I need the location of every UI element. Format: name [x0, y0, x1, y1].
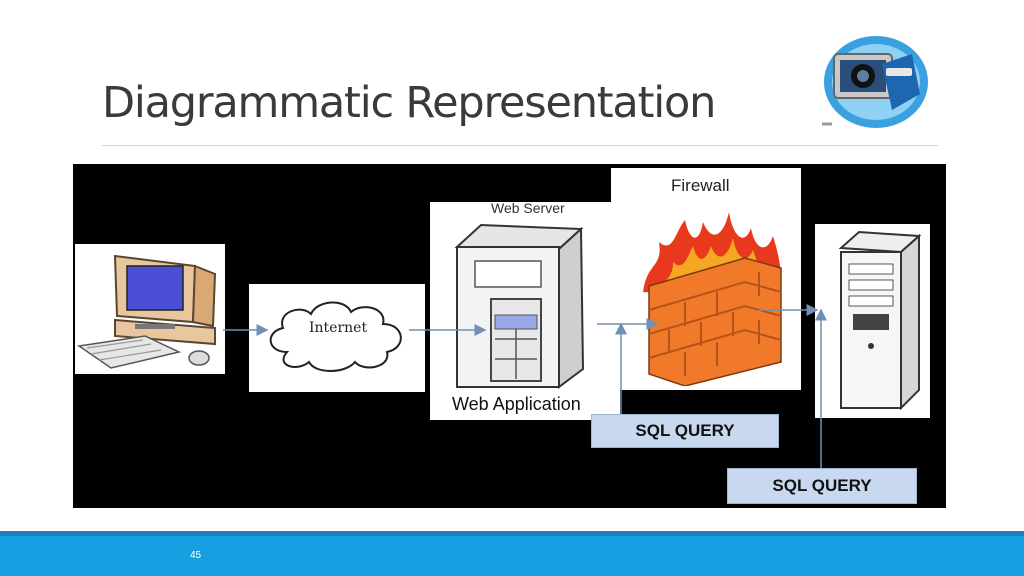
footer-accent-line	[0, 531, 1024, 536]
web-application-label: Web Application	[452, 394, 581, 414]
slide-title: Diagrammatic Representation	[102, 78, 716, 128]
database-server-icon	[833, 230, 923, 411]
firewall-label: Firewall	[671, 176, 730, 195]
internet-label: Internet	[309, 320, 368, 336]
flow-arrows	[223, 304, 827, 469]
title-divider	[102, 145, 938, 146]
sql-query-box-2: SQL QUERY	[727, 468, 917, 504]
internet-cloud-icon	[259, 294, 415, 376]
sql-injection-diagram: Internet Web Server Web Application Fire…	[73, 164, 946, 508]
firewall-icon	[633, 202, 793, 387]
web-server-label: Web Server	[491, 200, 565, 216]
client-computer-icon	[75, 244, 225, 374]
page-number: 45	[190, 550, 202, 561]
footer-bar	[0, 536, 1024, 576]
web-server-icon	[451, 219, 601, 389]
security-logo-icon	[812, 24, 937, 132]
sql-query-box-1: SQL QUERY	[591, 414, 779, 448]
